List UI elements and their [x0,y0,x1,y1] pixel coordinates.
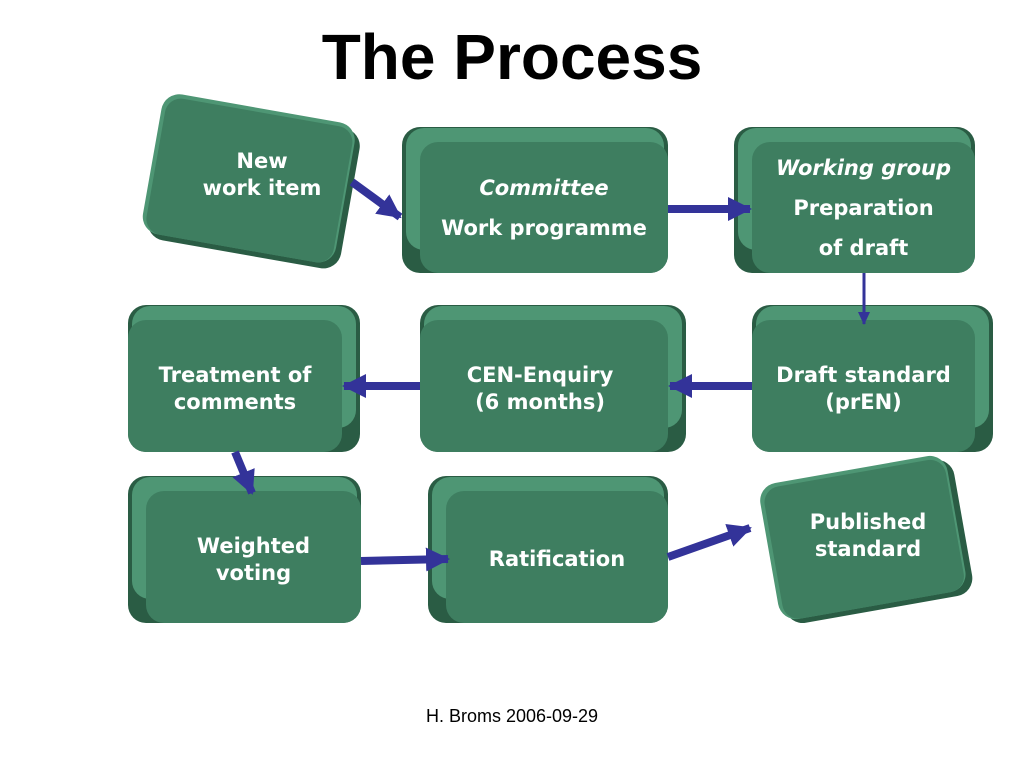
footer-author-date: H. Broms 2006-09-29 [425,706,599,726]
arrow-treatment-to-voting [231,450,256,495]
arrow-new-to-committee [349,178,403,221]
box-cen-enquiry [420,305,686,452]
box-new-work-item [142,94,360,269]
label-published-standard: Published standard [809,510,927,561]
box-committee [402,127,668,273]
label-draft-standard: Draft standard (prEN) [776,363,951,414]
page-title: The Process [321,21,703,93]
box-draft-standard [752,305,993,452]
label-weighted-voting: Weighted voting [196,534,311,585]
box-working-group [734,127,975,273]
arrow-voting-to-ratification [360,547,450,572]
label-ratification: Ratification [488,547,626,571]
arrow-ratification-to-published [666,524,752,561]
label-new-work-item: New work item [202,149,322,200]
label-cen-enquiry: CEN-Enquiry (6 months) [466,363,614,414]
box-ratification [428,476,668,623]
box-weighted-voting [128,476,361,623]
label-working-group: Working group Preparation of draft [775,156,952,260]
label-committee: Committee Work programme [441,176,647,240]
box-treatment-of-comments [128,305,360,452]
label-treatment-of-comments: Treatment of comments [158,363,312,414]
box-published-standard [760,455,973,624]
